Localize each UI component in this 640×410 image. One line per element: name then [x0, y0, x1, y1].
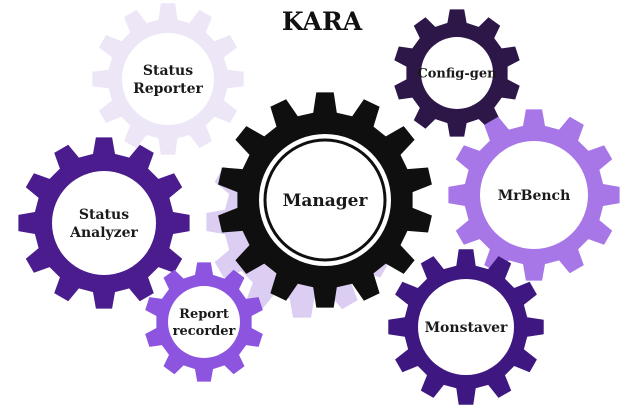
gear-hole — [480, 141, 588, 249]
gear-label-monstaver: Monstaver — [425, 320, 508, 336]
gear-label-config-gen: Config-gen — [417, 67, 497, 82]
gear-label-manager: Manager — [283, 191, 369, 211]
gear-label-status-reporter: Reporter — [133, 81, 203, 97]
gear-inner-ring — [263, 138, 387, 262]
gears-layer: StatusReporterConfig-genStatusAnalyzerMa… — [18, 3, 620, 405]
gear-label-report-recorder: recorder — [173, 324, 236, 339]
gear-label-status-reporter: Status — [143, 63, 193, 79]
gear-hole — [168, 286, 240, 358]
gear-manager: Manager — [218, 92, 432, 308]
gear-hole — [418, 279, 514, 375]
gear-label-report-recorder: Report — [179, 307, 229, 322]
gear-label-status-analyzer: Status — [79, 207, 129, 223]
gear-mrbench: MrBench — [448, 109, 620, 281]
gear-label-mrbench: MrBench — [498, 188, 571, 204]
diagram-title: KARA — [282, 7, 363, 36]
gear-config-gen: Config-gen — [394, 9, 520, 137]
gear-hole — [52, 171, 156, 275]
gear-hole — [259, 134, 391, 266]
gear-monstaver: Monstaver — [388, 249, 544, 405]
gear-report-recorder: Report recorder — [145, 262, 263, 382]
gear-hole — [421, 37, 493, 109]
gear-hole — [122, 33, 214, 125]
gear-label-status-analyzer: Analyzer — [69, 225, 138, 241]
